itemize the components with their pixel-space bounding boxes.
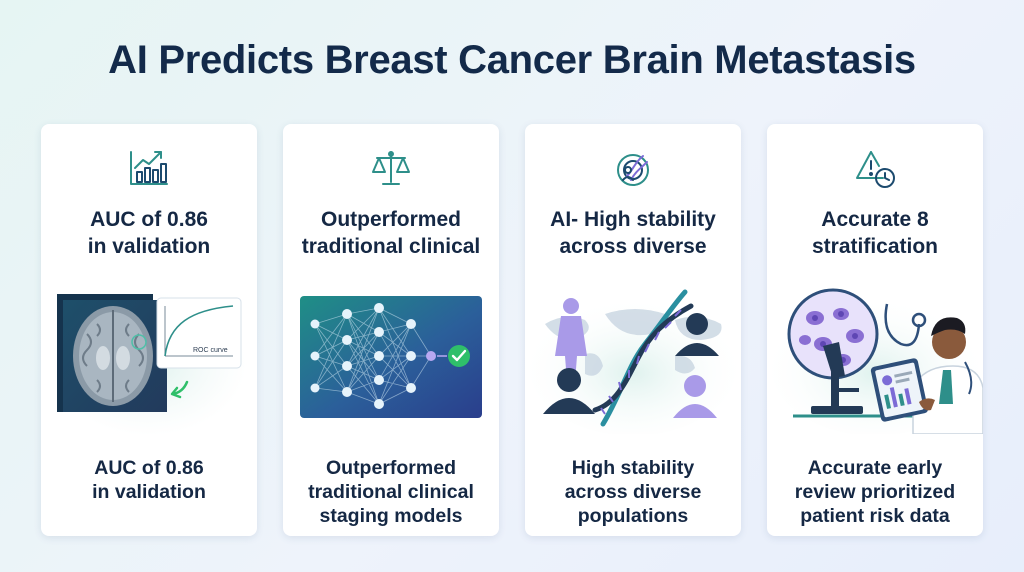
clinician-microscope-illustration	[771, 288, 983, 434]
neural-network-illustration	[300, 296, 482, 418]
card-heading: Accurate 8 stratification	[811, 208, 939, 258]
dna-target-icon	[617, 154, 649, 186]
card-heading: Outperformed traditional clinical	[301, 208, 481, 258]
card-heading: AUC of 0.86 in validation	[87, 208, 211, 258]
card-heading: AI- High stability across diverse	[550, 208, 716, 258]
card-stability: AI- High stability across diverse	[525, 124, 741, 536]
card-footer: Outperformed traditional clinical stagin…	[308, 457, 474, 527]
balance-scale-icon	[372, 151, 410, 185]
warning-clock-icon	[856, 151, 895, 188]
card-stratification: Accurate 8 stratification	[767, 124, 983, 536]
page-title: AI Predicts Breast Cancer Brain Metastas…	[108, 38, 916, 82]
bar-chart-growth-icon	[130, 151, 168, 185]
card-footer: High stability across diverse population…	[564, 457, 702, 527]
card-outperformed: Outperformed traditional clinical Outper…	[283, 124, 499, 536]
card-footer: AUC of 0.86 in validation	[92, 457, 206, 503]
roc-curve-label: ROC curve	[193, 347, 228, 354]
dna-population-illustration	[529, 289, 737, 434]
brain-mri-roc-illustration: ROC curve	[51, 292, 247, 434]
card-auc: AUC of 0.86 in validation ROC curve	[41, 124, 257, 536]
card-footer: Accurate early review prioritized patien…	[794, 457, 956, 527]
